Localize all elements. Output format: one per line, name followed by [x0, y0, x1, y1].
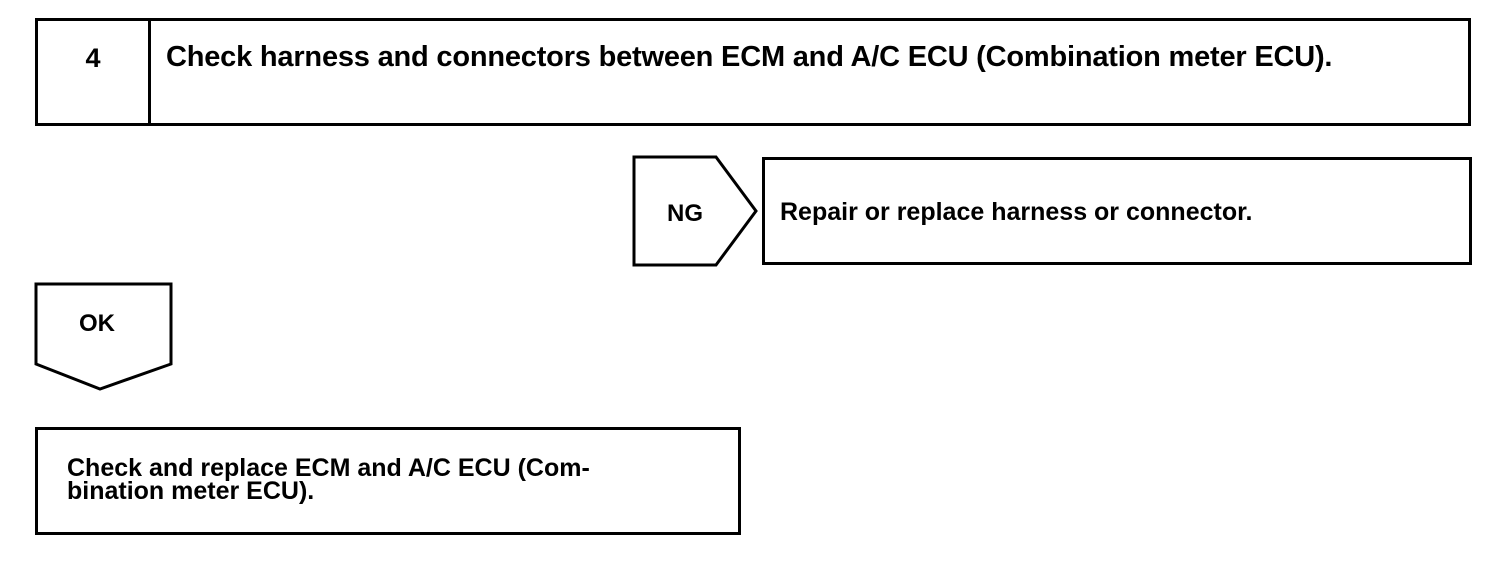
- step-title: Check harness and connectors between ECM…: [166, 41, 1333, 73]
- ng-label: NG: [667, 200, 703, 227]
- step-number-cell: 4: [38, 21, 151, 123]
- ng-action-text: Repair or replace harness or connector.: [780, 198, 1253, 226]
- step-box: 4 Check harness and connectors between E…: [35, 18, 1471, 126]
- ng-arrow: [632, 155, 758, 267]
- ok-action-text: Check and replace ECM and A/C ECU (Com- …: [67, 454, 727, 505]
- ok-arrow: [34, 282, 173, 391]
- ok-action-line-2: bination meter ECU).: [67, 477, 315, 505]
- ok-label: OK: [79, 310, 115, 337]
- ok-action-line-1: Check and replace ECM and A/C ECU (Com-: [67, 454, 590, 482]
- step-number: 4: [85, 43, 101, 73]
- ok-action-box: Check and replace ECM and A/C ECU (Com- …: [35, 427, 741, 535]
- ng-action-box: Repair or replace harness or connector.: [762, 157, 1472, 265]
